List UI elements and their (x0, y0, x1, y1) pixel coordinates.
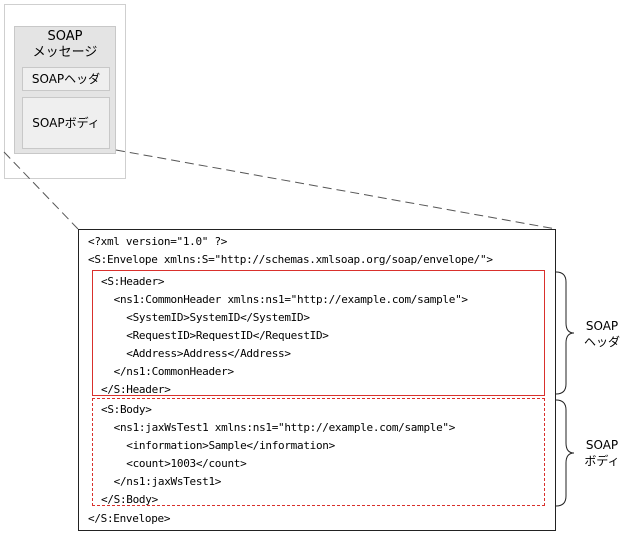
thumbnail-title-line-2: メッセージ (32, 45, 98, 60)
body-line: </ns1:jaxWsTest1> (101, 475, 222, 488)
header-line: <Address>Address</Address> (101, 347, 291, 360)
thumbnail-message-title: SOAP メッセージ (14, 29, 116, 61)
soap-body-annotation: SOAP ボディ (577, 437, 627, 469)
body-line: <information>Sample</information> (101, 439, 335, 452)
thumbnail-soap-body: SOAPボディ (22, 97, 110, 149)
xml-code-frame (78, 229, 556, 531)
body-line: <S:Body> (101, 403, 152, 416)
annotation-line: ヘッダ (583, 335, 620, 349)
header-line: </ns1:CommonHeader> (101, 365, 234, 378)
envelope-close-tag: </S:Envelope> (88, 512, 171, 525)
thumbnail-title-line-1: SOAP (47, 29, 83, 44)
soap-header-annotation: SOAP ヘッダ (577, 318, 627, 350)
header-line: <ns1:CommonHeader xmlns:ns1="http://exam… (101, 293, 468, 306)
header-line: </S:Header> (101, 383, 171, 396)
header-line: <RequestID>RequestID</RequestID> (101, 329, 329, 342)
annotation-line: SOAP (585, 438, 619, 452)
envelope-open-tag: <S:Envelope xmlns:S="http://schemas.xmls… (88, 253, 493, 266)
annotation-line: ボディ (584, 454, 620, 468)
body-line: <count>1003</count> (101, 457, 247, 470)
header-line: <SystemID>SystemID</SystemID> (101, 311, 310, 324)
soap-header-highlight (92, 270, 545, 396)
body-line: </S:Body> (101, 493, 158, 506)
body-line: <ns1:jaxWsTest1 xmlns:ns1="http://exampl… (101, 421, 456, 434)
xml-declaration: <?xml version="1.0" ?> (88, 235, 228, 248)
thumbnail-soap-header: SOAPヘッダ (22, 67, 110, 91)
header-brace (555, 271, 575, 395)
zoom-line-right (115, 149, 557, 230)
header-line: <S:Header> (101, 275, 165, 288)
annotation-line: SOAP (585, 319, 619, 333)
soap-body-highlight (92, 398, 545, 506)
body-brace (555, 399, 575, 507)
